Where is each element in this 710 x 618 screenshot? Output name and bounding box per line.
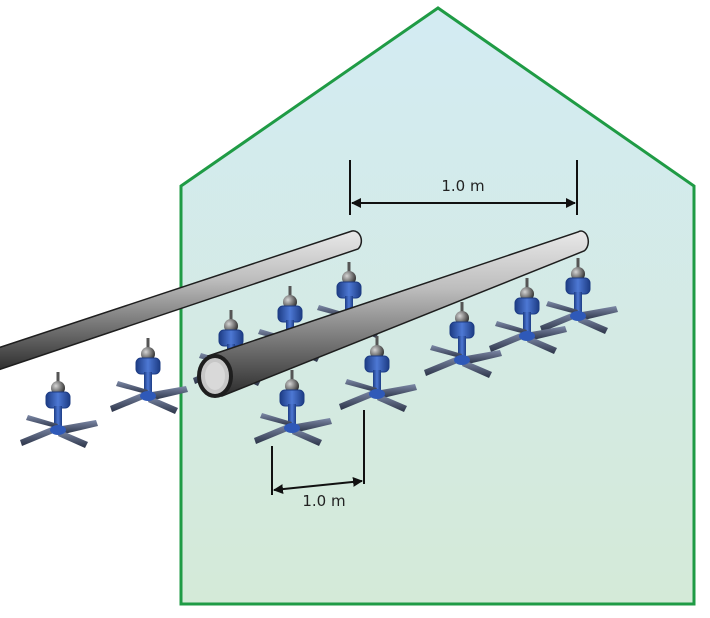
pipe-icon (207, 230, 590, 397)
double-arrow-icon (273, 476, 363, 495)
pipe-icon (0, 230, 363, 371)
bottom-dimension: 1.0 m (271, 410, 365, 510)
top-dimension: 1.0 m (349, 160, 578, 215)
front-pipe (197, 230, 590, 398)
fogger-nozzle-icon (18, 370, 100, 450)
back-pipe (0, 230, 363, 371)
bottom-spacing-label: 1.0 m (302, 492, 345, 510)
top-spacing-label: 1.0 m (441, 177, 484, 195)
fogger-nozzle-icon (108, 336, 190, 416)
